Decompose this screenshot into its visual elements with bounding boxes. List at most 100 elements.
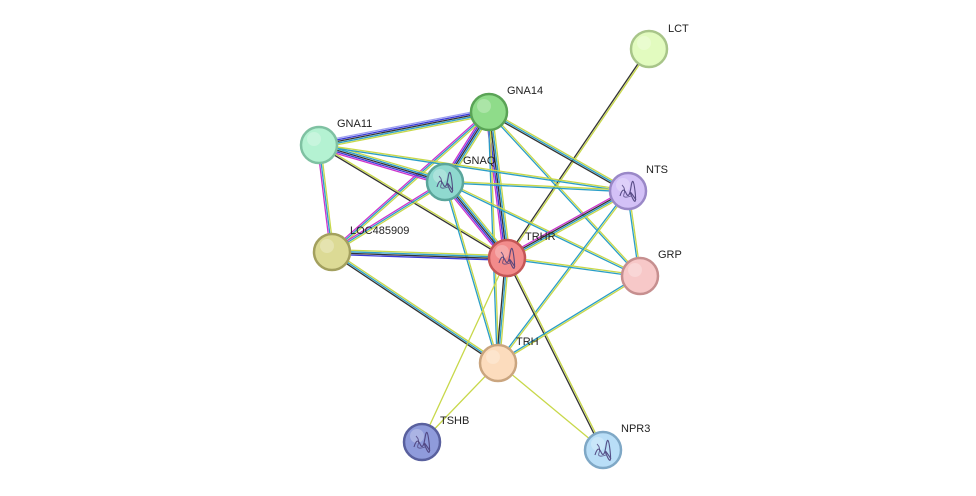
edge-evidence-line [497,274,640,363]
node-circle[interactable] [620,256,660,296]
node-circle[interactable] [583,430,623,470]
edge-evidence-line [330,180,445,252]
edge-evidence-line [318,111,490,146]
edge-gnaq-grp[interactable] [444,180,641,278]
node-highlight [477,99,491,113]
edge-evidence-line [332,182,447,254]
edge-trhr-grp[interactable] [506,256,641,278]
node-circle[interactable] [402,422,442,462]
node-label: GNA14 [507,85,543,97]
edge-evidence-line [505,188,628,257]
edge-loc485909-trhr[interactable] [331,248,508,262]
edge-gnaq-nts[interactable] [444,180,629,193]
edge-loc485909-trh[interactable] [330,250,500,365]
edge-layer [316,48,651,451]
edge-evidence-line [507,257,605,450]
edge-evidence-line [331,111,490,253]
node-highlight [637,36,651,50]
node-label: GNAQ [463,155,496,167]
node-highlight [591,437,605,451]
edge-gna14-grp[interactable] [487,111,642,277]
edge-evidence-line [331,251,499,364]
edge-evidence-line [331,252,507,260]
edge-grp-trh[interactable] [497,274,641,365]
node-label: GNA11 [337,118,372,130]
node-circle[interactable] [629,29,669,69]
edge-evidence-line [507,191,629,260]
edge-gna11-nts[interactable] [318,143,629,193]
edge-evidence-line [506,258,640,278]
node-circle[interactable] [469,92,509,132]
node-npr3[interactable]: NPR3 [583,423,650,470]
edge-evidence-line [331,253,507,262]
edge-trhr-npr3[interactable] [505,257,605,451]
node-label: LCT [668,23,689,35]
edge-evidence-line [489,111,642,276]
node-trhr[interactable]: TRHR [487,231,556,278]
edge-evidence-line [445,181,500,363]
node-circle[interactable] [299,125,339,165]
edge-evidence-line [496,190,628,363]
edge-evidence-line [330,110,489,252]
protein-structure-icon [436,171,454,193]
edge-evidence-line [489,111,510,258]
edge-gna14-loc485909[interactable] [330,110,491,254]
edge-evidence-line [332,250,508,258]
node-label: TSHB [440,415,469,427]
protein-structure-icon [498,247,516,269]
edge-evidence-line [332,112,491,254]
edge-evidence-line [330,252,498,365]
node-grp[interactable]: GRP [620,249,682,296]
node-highlight [486,350,500,364]
edge-evidence-line [318,145,628,193]
edge-evidence-line [444,182,628,193]
node-gna11[interactable]: GNA11 [299,118,372,165]
edge-evidence-line [318,145,445,185]
node-label: GRP [658,249,682,261]
edge-evidence-line [489,110,630,191]
edge-evidence-line [445,180,629,191]
peptide-structure-icon [619,180,637,202]
edge-nts-trhr[interactable] [505,188,630,261]
node-lct[interactable]: LCT [629,23,689,69]
node-circle[interactable] [478,343,518,383]
edge-evidence-line [505,258,603,451]
edge-evidence-line [332,248,508,257]
node-circle[interactable] [608,171,648,211]
edge-gna14-nts[interactable] [487,110,630,193]
edge-evidence-line [318,144,446,183]
node-loc485909[interactable]: LOC485909 [312,225,409,272]
node-label: LOC485909 [350,225,409,237]
node-circle[interactable] [487,238,527,278]
node-highlight [433,169,447,183]
edge-evidence-line [319,143,629,191]
edge-nts-trh[interactable] [496,190,630,364]
node-highlight [320,239,334,253]
protein-structure-icon [594,439,612,461]
edge-evidence-line [317,147,445,186]
node-label: TRH [516,336,539,348]
node-gna14[interactable]: GNA14 [469,85,543,132]
edge-gna14-gna11[interactable] [318,108,490,149]
node-tshb[interactable]: TSHB [402,415,469,462]
edge-evidence-line [498,191,630,364]
edge-gnaq-loc485909[interactable] [330,180,447,254]
node-highlight [628,263,642,277]
edge-gnaq-trh[interactable] [443,181,500,364]
edge-evidence-line [487,112,640,277]
node-gnaq[interactable]: GNAQ [425,155,496,202]
edge-evidence-line [444,182,640,278]
edge-evidence-line [318,109,489,145]
node-circle[interactable] [425,162,465,202]
edge-evidence-line [507,192,630,261]
node-nts[interactable]: NTS [608,164,668,211]
node-highlight [410,429,424,443]
node-label: NPR3 [621,423,650,435]
node-trh[interactable]: TRH [478,336,539,383]
edge-trhr-tshb[interactable] [421,257,508,443]
edge-trh-npr3[interactable] [497,362,604,451]
edge-evidence-line [445,180,641,276]
edge-evidence-line [421,257,508,443]
node-circle[interactable] [312,232,352,272]
